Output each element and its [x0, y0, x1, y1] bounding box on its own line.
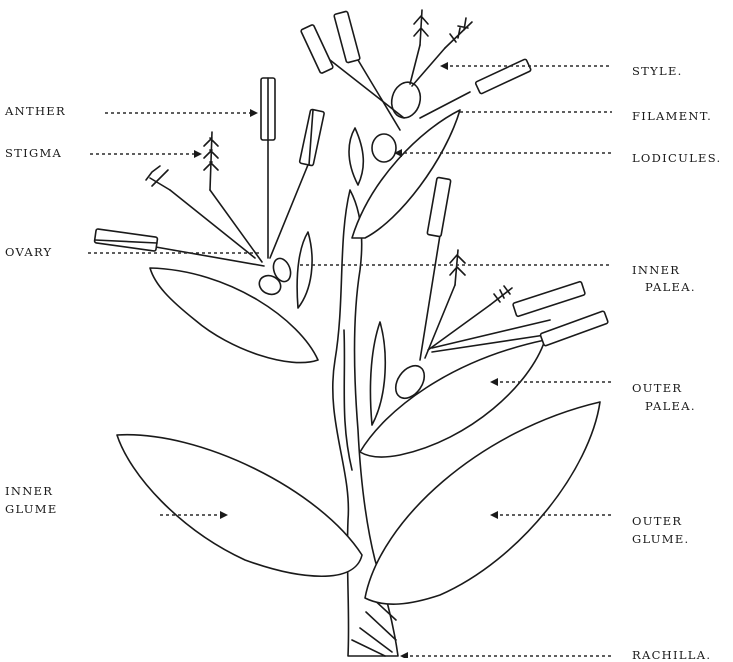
label-anther: ANTHER [5, 104, 66, 119]
label-outer-glume-line1: OUTER [632, 514, 682, 529]
label-outer-palea-line1: OUTER [632, 381, 682, 396]
label-inner-palea-line2: PALEA. [645, 280, 696, 295]
label-lodicules: LODICULES. [632, 151, 721, 166]
lemma-left [150, 268, 318, 363]
label-rachilla: RACHILLA. [632, 653, 711, 657]
label-outer-glume-line2: GLUME. [632, 532, 690, 547]
inner-glume [117, 435, 362, 577]
lodicule-upper [372, 134, 396, 162]
label-style: STYLE. [632, 64, 683, 79]
label-outer-palea-line2: PALEA. [645, 399, 696, 414]
label-filament: FILAMENT. [632, 109, 712, 124]
label-stigma: STIGMA [5, 146, 62, 161]
ovary-upper [388, 79, 424, 121]
label-inner-palea-line1: INNER [632, 263, 680, 278]
label-inner-glume-line1: INNER [5, 484, 53, 499]
label-ovary: OVARY [5, 245, 52, 260]
inner-palea-lower [370, 322, 385, 425]
label-inner-glume-line2: GLUME [5, 502, 58, 517]
stigmas [146, 10, 512, 305]
